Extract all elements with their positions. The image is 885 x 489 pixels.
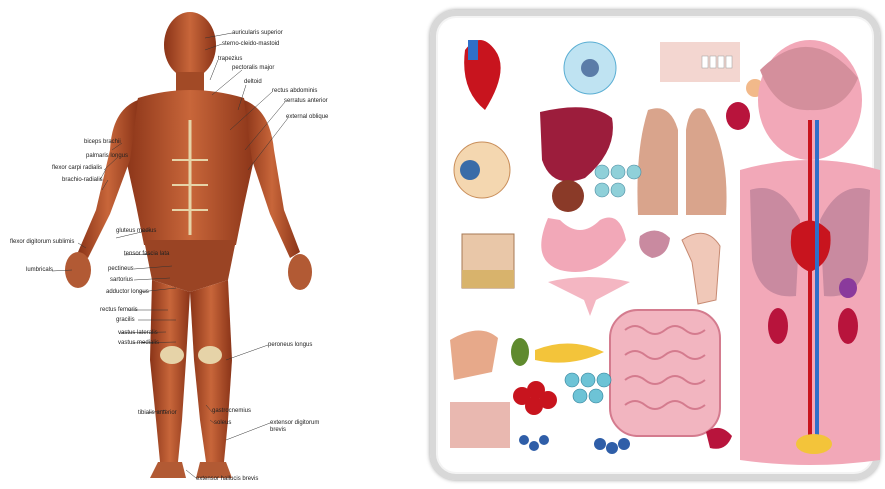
label-serratus-anterior: serratus anterior bbox=[284, 98, 328, 105]
brain-small-illustration bbox=[639, 230, 670, 258]
label-external-oblique: external oblique bbox=[286, 114, 328, 121]
label-pectoralis-major: pectoralis major bbox=[232, 65, 274, 72]
label-sartorius: sartorius bbox=[110, 277, 133, 284]
label-brachio-radialis: brachio-radialis bbox=[62, 177, 103, 184]
label-deltoid: deltoid bbox=[244, 79, 262, 86]
label-gluteus-medius: gluteus medius bbox=[116, 228, 156, 235]
label-biceps-brachii: biceps brachii bbox=[84, 139, 121, 146]
uterus-illustration bbox=[548, 277, 630, 316]
label-flexor-carpi-radialis: flexor carpi radialis bbox=[52, 165, 102, 172]
spleen-illustration bbox=[552, 180, 584, 212]
label-tensor-fascia-lata: tensor fascia lata bbox=[124, 251, 169, 258]
label-auricularis-superior: auricularis superior bbox=[232, 30, 283, 37]
blue-cells-illustration bbox=[519, 435, 630, 454]
label-rectus-femoris: rectus femoris bbox=[100, 307, 138, 314]
lung-left-illustration bbox=[637, 108, 678, 215]
label-sterno-cleido-mastoid: sterno-cleido-mastoid bbox=[222, 41, 279, 48]
label-lumbricals: lumbricals bbox=[26, 267, 53, 274]
lung-right-illustration bbox=[686, 108, 727, 215]
organ-illustrations bbox=[420, 0, 885, 489]
torso-organs-illustration bbox=[740, 40, 880, 465]
label-extensor-hallucis-brevis: extensor hallucis brevis bbox=[196, 476, 258, 483]
heart-illustration bbox=[464, 40, 500, 110]
label-gracilis: gracilis bbox=[116, 317, 135, 324]
hand-illustration bbox=[450, 330, 498, 380]
label-vastus-lateralis: vastus lateralis bbox=[118, 330, 158, 337]
label-gastrocnemius: gastrocnemius bbox=[212, 408, 251, 415]
red-blood-cluster-illustration bbox=[513, 381, 557, 415]
right-leg bbox=[150, 280, 190, 462]
left-hand bbox=[288, 254, 312, 290]
head bbox=[164, 12, 216, 78]
muscle-anatomy-panel: auricularis superior sterno-cleido-masto… bbox=[0, 0, 420, 489]
label-trapezius: trapezius bbox=[218, 56, 242, 63]
kidney-small-illustration bbox=[726, 102, 750, 130]
label-soleus: soleus bbox=[214, 420, 231, 427]
ear-illustration bbox=[450, 402, 510, 448]
label-palmaris-longus: palmaris longus bbox=[86, 153, 128, 160]
label-rectus-abdominis: rectus abdominis bbox=[272, 88, 317, 95]
label-peroneus-longus: peroneus longus bbox=[268, 342, 312, 349]
label-pectineus: pectineus bbox=[108, 266, 134, 273]
pancreas-illustration bbox=[535, 343, 604, 362]
kidney-illustration bbox=[706, 428, 732, 449]
stomach-illustration bbox=[541, 218, 626, 273]
reproductive-illustration bbox=[682, 233, 720, 304]
label-vastus-medialis: vastus medialis bbox=[118, 340, 159, 347]
lymph-cells-illustration bbox=[565, 373, 611, 403]
left-leg bbox=[190, 280, 232, 462]
label-extensor-digitorum-brevis: extensor digitorum brevis bbox=[270, 420, 330, 434]
blood-cells-illustration bbox=[595, 165, 641, 197]
label-adductor-longus: adductor longus bbox=[106, 289, 149, 296]
organ-collage-panel bbox=[420, 0, 885, 489]
left-arm bbox=[244, 100, 300, 258]
label-tibialis-anterior: tibialis anterior bbox=[138, 410, 177, 417]
gallbladder-illustration bbox=[511, 338, 529, 366]
label-flexor-digitorum-sublimis: flexor digitorum sublimis bbox=[10, 239, 74, 246]
